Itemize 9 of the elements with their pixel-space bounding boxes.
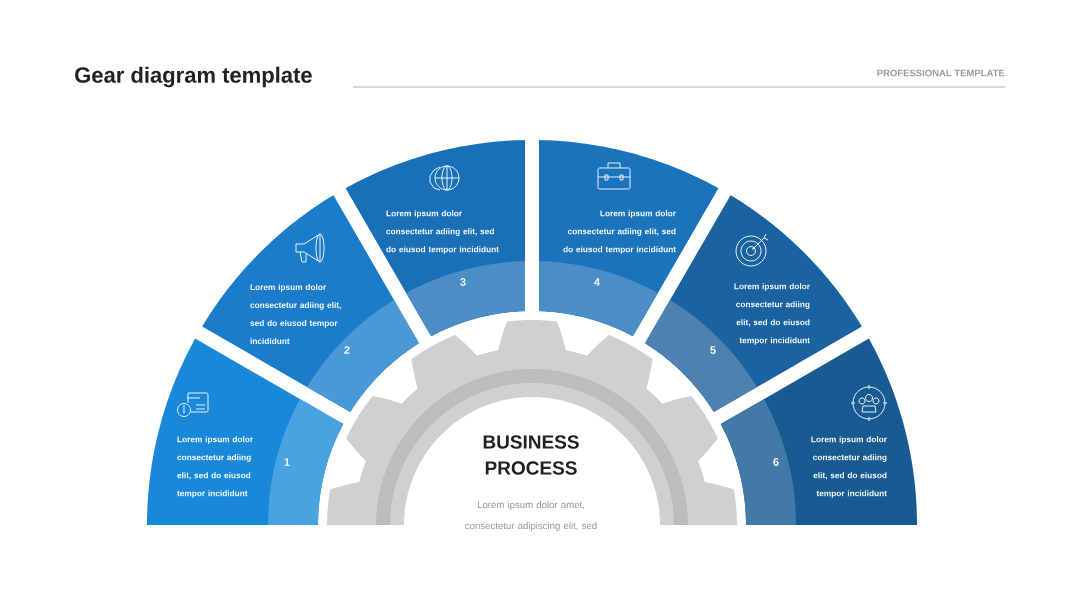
step-number: 4 [594,278,600,286]
step-number: 1 [284,458,290,466]
step-number: 6 [773,458,779,466]
title: Gear diagram template [75,66,312,88]
step-number: 5 [710,346,716,354]
step-number: 3 [460,278,466,286]
description: Lorem ipsum dolor amet, consectetur adipiscing elit, sed [465,501,597,531]
header-label: PROFESSIONAL TEMPLATE [877,69,1005,77]
step-number: 2 [344,346,350,354]
